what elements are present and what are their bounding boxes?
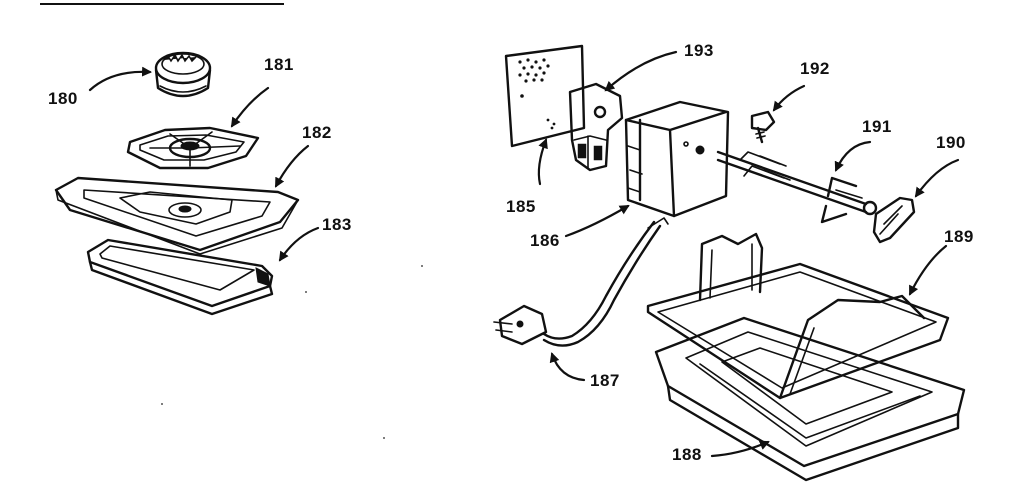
speck: [383, 437, 385, 439]
part-187-cord: [493, 217, 669, 347]
arrow-182: [274, 144, 310, 188]
callout-192: 192: [800, 59, 830, 78]
callout-185: 185: [506, 197, 536, 216]
part-185-plate: [504, 44, 586, 148]
speck: [305, 291, 307, 293]
callout-190: 190: [936, 133, 966, 152]
callout-193: 193: [684, 41, 714, 60]
arrow-189: [908, 244, 948, 296]
callout-191: 191: [862, 117, 892, 136]
arrow-180: [88, 66, 152, 92]
arrow-190: [914, 158, 960, 198]
part-193-bracket: [568, 82, 624, 172]
arrow-187: [549, 352, 586, 382]
arrow-181: [230, 86, 270, 128]
callout-187: 187: [590, 371, 620, 390]
callout-182: 182: [302, 123, 332, 142]
part-180-knob: [154, 51, 212, 98]
part-181-grate: [126, 126, 260, 170]
callout-183: 183: [322, 215, 352, 234]
arrow-192: [772, 84, 806, 112]
callout-189: 189: [944, 227, 974, 246]
arrow-185: [537, 138, 548, 186]
callout-180: 180: [48, 89, 78, 108]
part-183-tray: [86, 238, 274, 316]
part-190-handle: [862, 196, 916, 244]
arrow-188: [710, 440, 770, 458]
arrow-191: [834, 140, 872, 172]
speck: [421, 265, 423, 267]
part-192-screw: [750, 110, 776, 144]
arrow-186: [564, 204, 630, 238]
part-188-pan: [654, 316, 966, 482]
part-182-plate: [54, 176, 300, 255]
arrow-183: [278, 226, 320, 262]
part-186-motor: [624, 100, 730, 218]
speck: [161, 403, 163, 405]
callout-188: 188: [672, 445, 702, 464]
part-189-rack: [646, 232, 950, 400]
callout-181: 181: [264, 55, 294, 74]
part-191-spit: [716, 150, 868, 224]
arrow-193: [604, 50, 678, 92]
callout-186: 186: [530, 231, 560, 250]
